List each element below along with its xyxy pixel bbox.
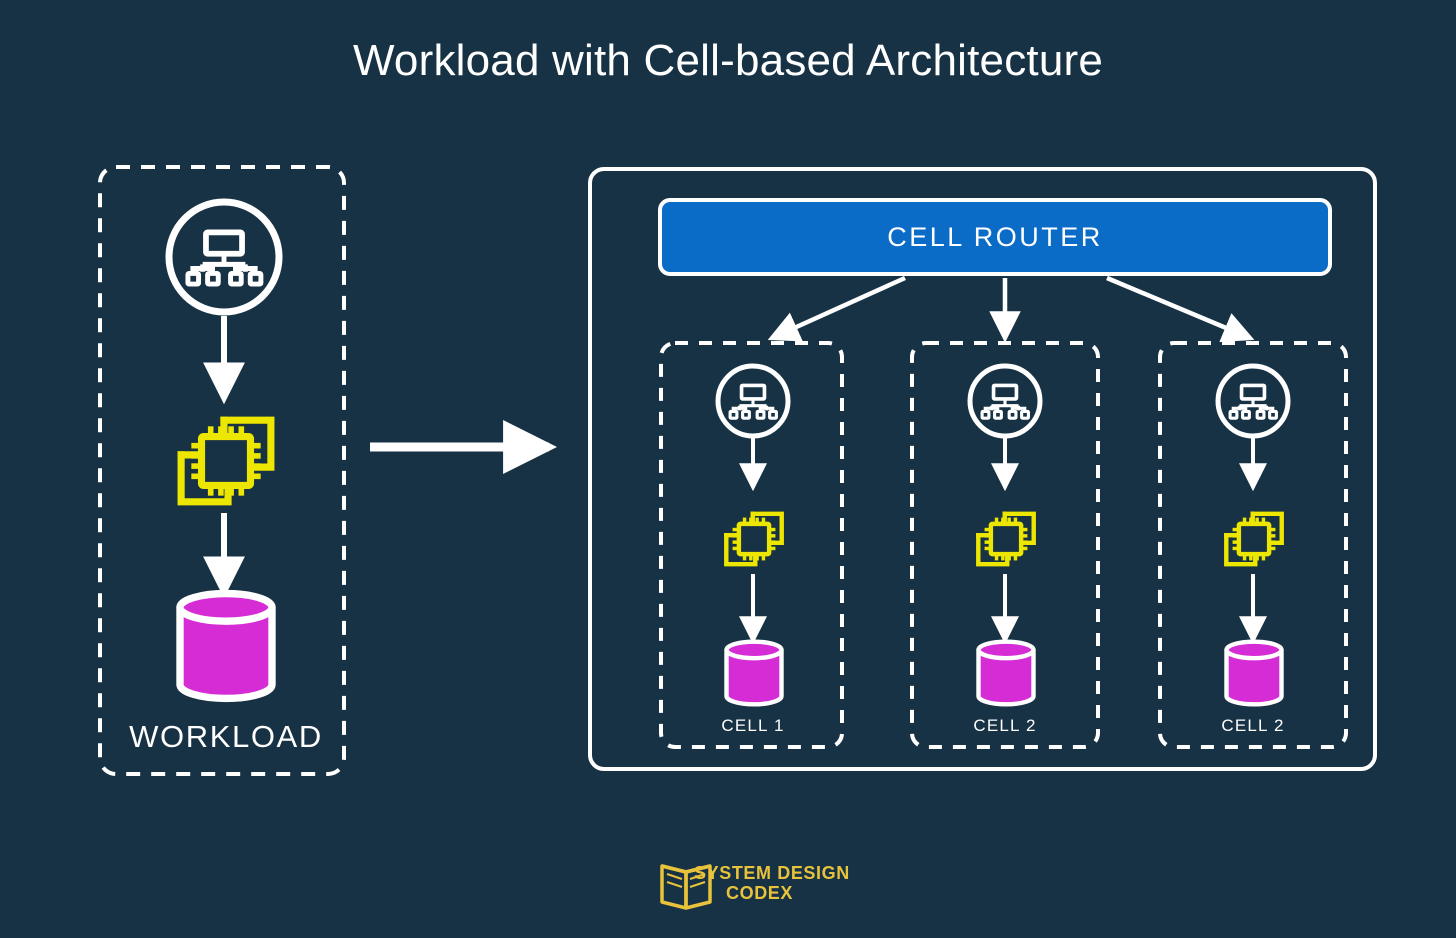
- cell-label: CELL 1: [721, 716, 784, 735]
- logo-line-2: CODEX: [726, 883, 793, 903]
- cell-label: CELL 2: [1221, 716, 1284, 735]
- network-hierarchy-icon-circle: [967, 363, 1043, 439]
- cell-2-border[interactable]: [910, 341, 1100, 749]
- workload-label: WORKLOAD: [129, 719, 323, 754]
- page-title: Workload with Cell-based Architecture: [353, 36, 1103, 85]
- cell-box[interactable]: CELL 2: [910, 341, 1100, 749]
- workload-network-node: [165, 198, 283, 316]
- workload-panel: WORKLOAD: [98, 165, 346, 776]
- logo-line-1: SYSTEM DESIGN: [694, 863, 850, 883]
- footer-logo: SYSTEM DESIGN CODEX: [660, 863, 850, 910]
- cell-1-border[interactable]: [659, 341, 844, 749]
- cell-router[interactable]: CELL ROUTER: [658, 198, 1332, 276]
- cell-1-network-node: [715, 363, 791, 439]
- network-hierarchy-icon-circle: [1215, 363, 1291, 439]
- router-arrow-to-cell-3: [1106, 275, 1255, 343]
- cell-router-label: CELL ROUTER: [887, 222, 1103, 252]
- cell-box[interactable]: CELL 2: [1158, 341, 1348, 749]
- network-hierarchy-icon-circle: [715, 363, 791, 439]
- cell-router-box[interactable]: [658, 198, 1332, 276]
- cell-label: CELL 2: [973, 716, 1036, 735]
- cell-box[interactable]: CELL 1: [659, 341, 844, 749]
- open-book-icon: [660, 864, 712, 910]
- workload-panel-border: [98, 165, 346, 776]
- cell-architecture-panel: CELL ROUTER: [588, 167, 1377, 771]
- database-icon: [180, 594, 272, 699]
- database-icon: [727, 642, 782, 705]
- database-icon: [1227, 642, 1282, 705]
- cell-3-border[interactable]: [1158, 341, 1348, 749]
- network-hierarchy-icon-circle: [165, 198, 283, 316]
- database-icon: [979, 642, 1034, 705]
- router-arrow-to-cell-1: [767, 275, 906, 342]
- cell-architecture-panel-border: [588, 167, 1377, 771]
- cell-3-network-node: [1215, 363, 1291, 439]
- cell-2-network-node: [967, 363, 1043, 439]
